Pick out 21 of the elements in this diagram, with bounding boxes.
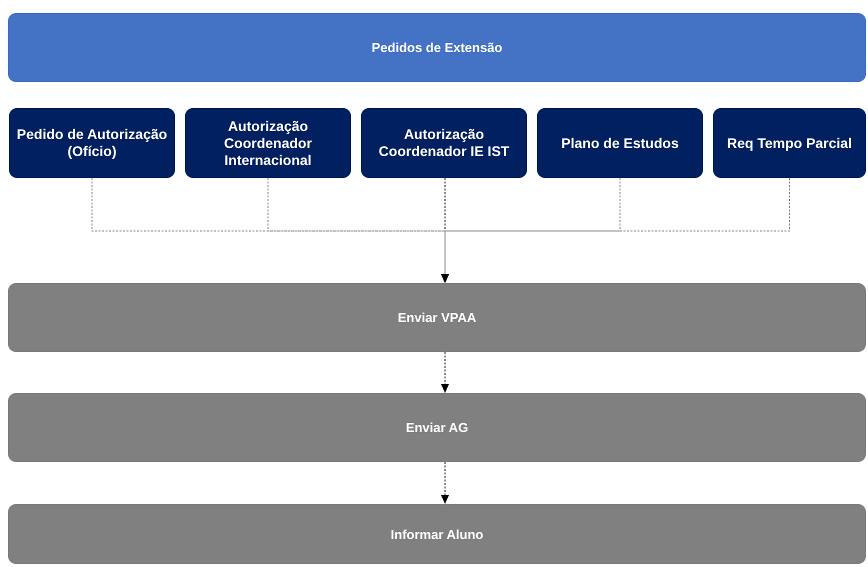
box-label: Pedidos de Extensão	[372, 39, 502, 56]
step-box	[8, 504, 866, 564]
connector-arrow	[441, 462, 449, 504]
process-box	[361, 108, 527, 178]
header-box	[8, 13, 866, 82]
process-box	[713, 108, 866, 178]
step-box	[8, 283, 866, 352]
process-box	[537, 108, 703, 178]
connector-arrow	[441, 352, 449, 394]
box-label: Enviar AG	[406, 419, 468, 436]
step-box	[8, 393, 866, 462]
box-label: Req Tempo Parcial	[726, 134, 852, 152]
connector-arrow	[441, 178, 790, 284]
process-box	[185, 108, 351, 178]
box-label: Enviar VPAA	[398, 309, 476, 326]
box-label: Informar Aluno	[390, 526, 484, 542]
box-label: Plano de Estudos	[561, 134, 679, 152]
process-box	[9, 108, 175, 178]
box-label: Autorização Coordenador Internacional	[223, 118, 313, 168]
box-label: Pedido de Autorização (Ofício)	[16, 126, 168, 160]
box-label: Autorização Coordenador IE IST	[378, 126, 510, 160]
